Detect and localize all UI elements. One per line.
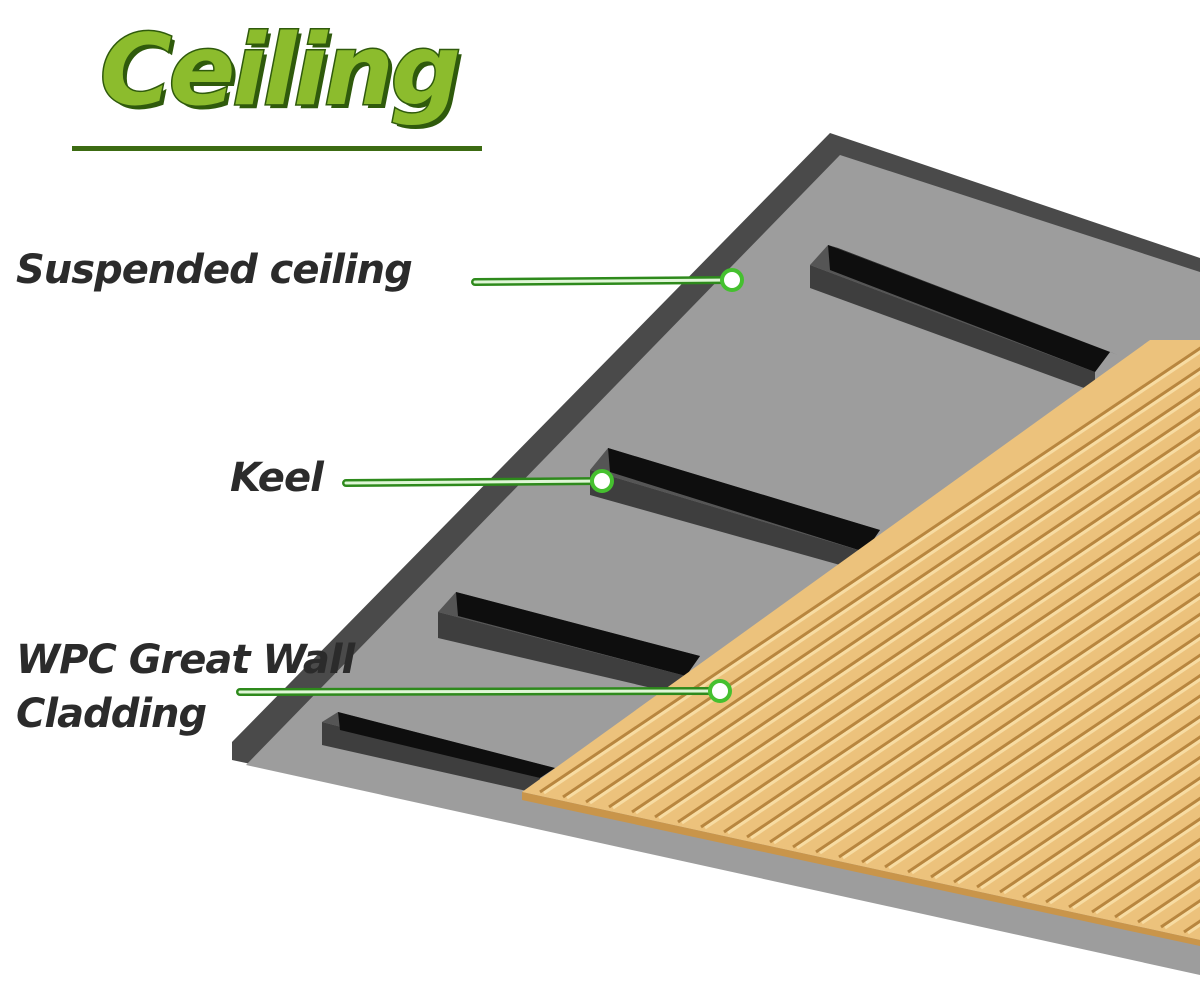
cladding-groove (723, 340, 1200, 834)
cladding-rib-highlight (635, 340, 1200, 815)
leader-wpc-cladding (236, 679, 732, 703)
cladding-groove (746, 340, 1200, 839)
keel-3 (438, 592, 700, 696)
cladding-groove (631, 340, 1200, 814)
cladding-rib-highlight (681, 340, 1200, 825)
keel-1 (810, 245, 1118, 392)
cladding-groove (838, 340, 1200, 859)
cladding-groove (861, 340, 1200, 864)
cladding-rib-highlight (704, 340, 1200, 830)
cladding-groove (976, 340, 1200, 889)
label-wpc-cladding-line1: WPC Great Wall (16, 637, 355, 683)
leader-keel (342, 469, 614, 493)
cladding-rib-highlight (1026, 340, 1200, 900)
cladding-rib-highlight (658, 340, 1200, 820)
cladding-rib-highlight (773, 340, 1200, 845)
label-suspended-ceiling: Suspended ceiling (16, 247, 413, 293)
cladding-rib-highlight (750, 340, 1200, 840)
cladding-rib-highlight (888, 340, 1200, 870)
cladding-rib-highlight (727, 340, 1200, 835)
cladding-groove (608, 340, 1200, 809)
cladding-groove (1022, 340, 1200, 899)
label-wpc-cladding-line2: Cladding (16, 691, 207, 737)
cladding-groove (654, 340, 1200, 819)
cladding-groove (700, 340, 1200, 829)
cladding-groove (884, 340, 1200, 869)
cladding-rib-highlight (865, 340, 1200, 865)
cladding-rib-highlight (934, 340, 1200, 880)
cladding-groove (930, 340, 1200, 879)
cladding-rib-highlight (1003, 340, 1200, 895)
cladding-rib-highlight (612, 340, 1200, 810)
cladding-rib-highlight (796, 340, 1200, 850)
keel-2 (590, 448, 880, 572)
label-wpc-cladding: WPC Great Wall Cladding (16, 633, 355, 741)
cladding-groove (953, 340, 1200, 884)
wpc-cladding-panel (522, 340, 1200, 946)
cladding-rib-highlight (589, 340, 1200, 805)
cladding-groove (999, 340, 1200, 894)
cladding-rib-highlight (819, 340, 1200, 855)
cladding-rib-highlight (957, 340, 1200, 885)
cladding-groove (907, 340, 1200, 874)
diagram-title: Ceiling (98, 14, 462, 128)
cladding-rib-highlight (911, 340, 1200, 875)
cladding-groove (815, 340, 1200, 854)
cladding-rib-highlight (842, 340, 1200, 860)
cladding-groove (677, 340, 1200, 824)
leader-suspended-ceiling (471, 268, 744, 292)
cladding-groove (585, 340, 1200, 804)
cladding-groove (792, 340, 1200, 849)
cladding-rib-highlight (980, 340, 1200, 890)
cladding-groove (1045, 340, 1200, 904)
keel-4 (322, 712, 555, 794)
title-underline (72, 146, 482, 151)
cladding-groove (769, 340, 1200, 844)
label-keel: Keel (230, 455, 324, 501)
